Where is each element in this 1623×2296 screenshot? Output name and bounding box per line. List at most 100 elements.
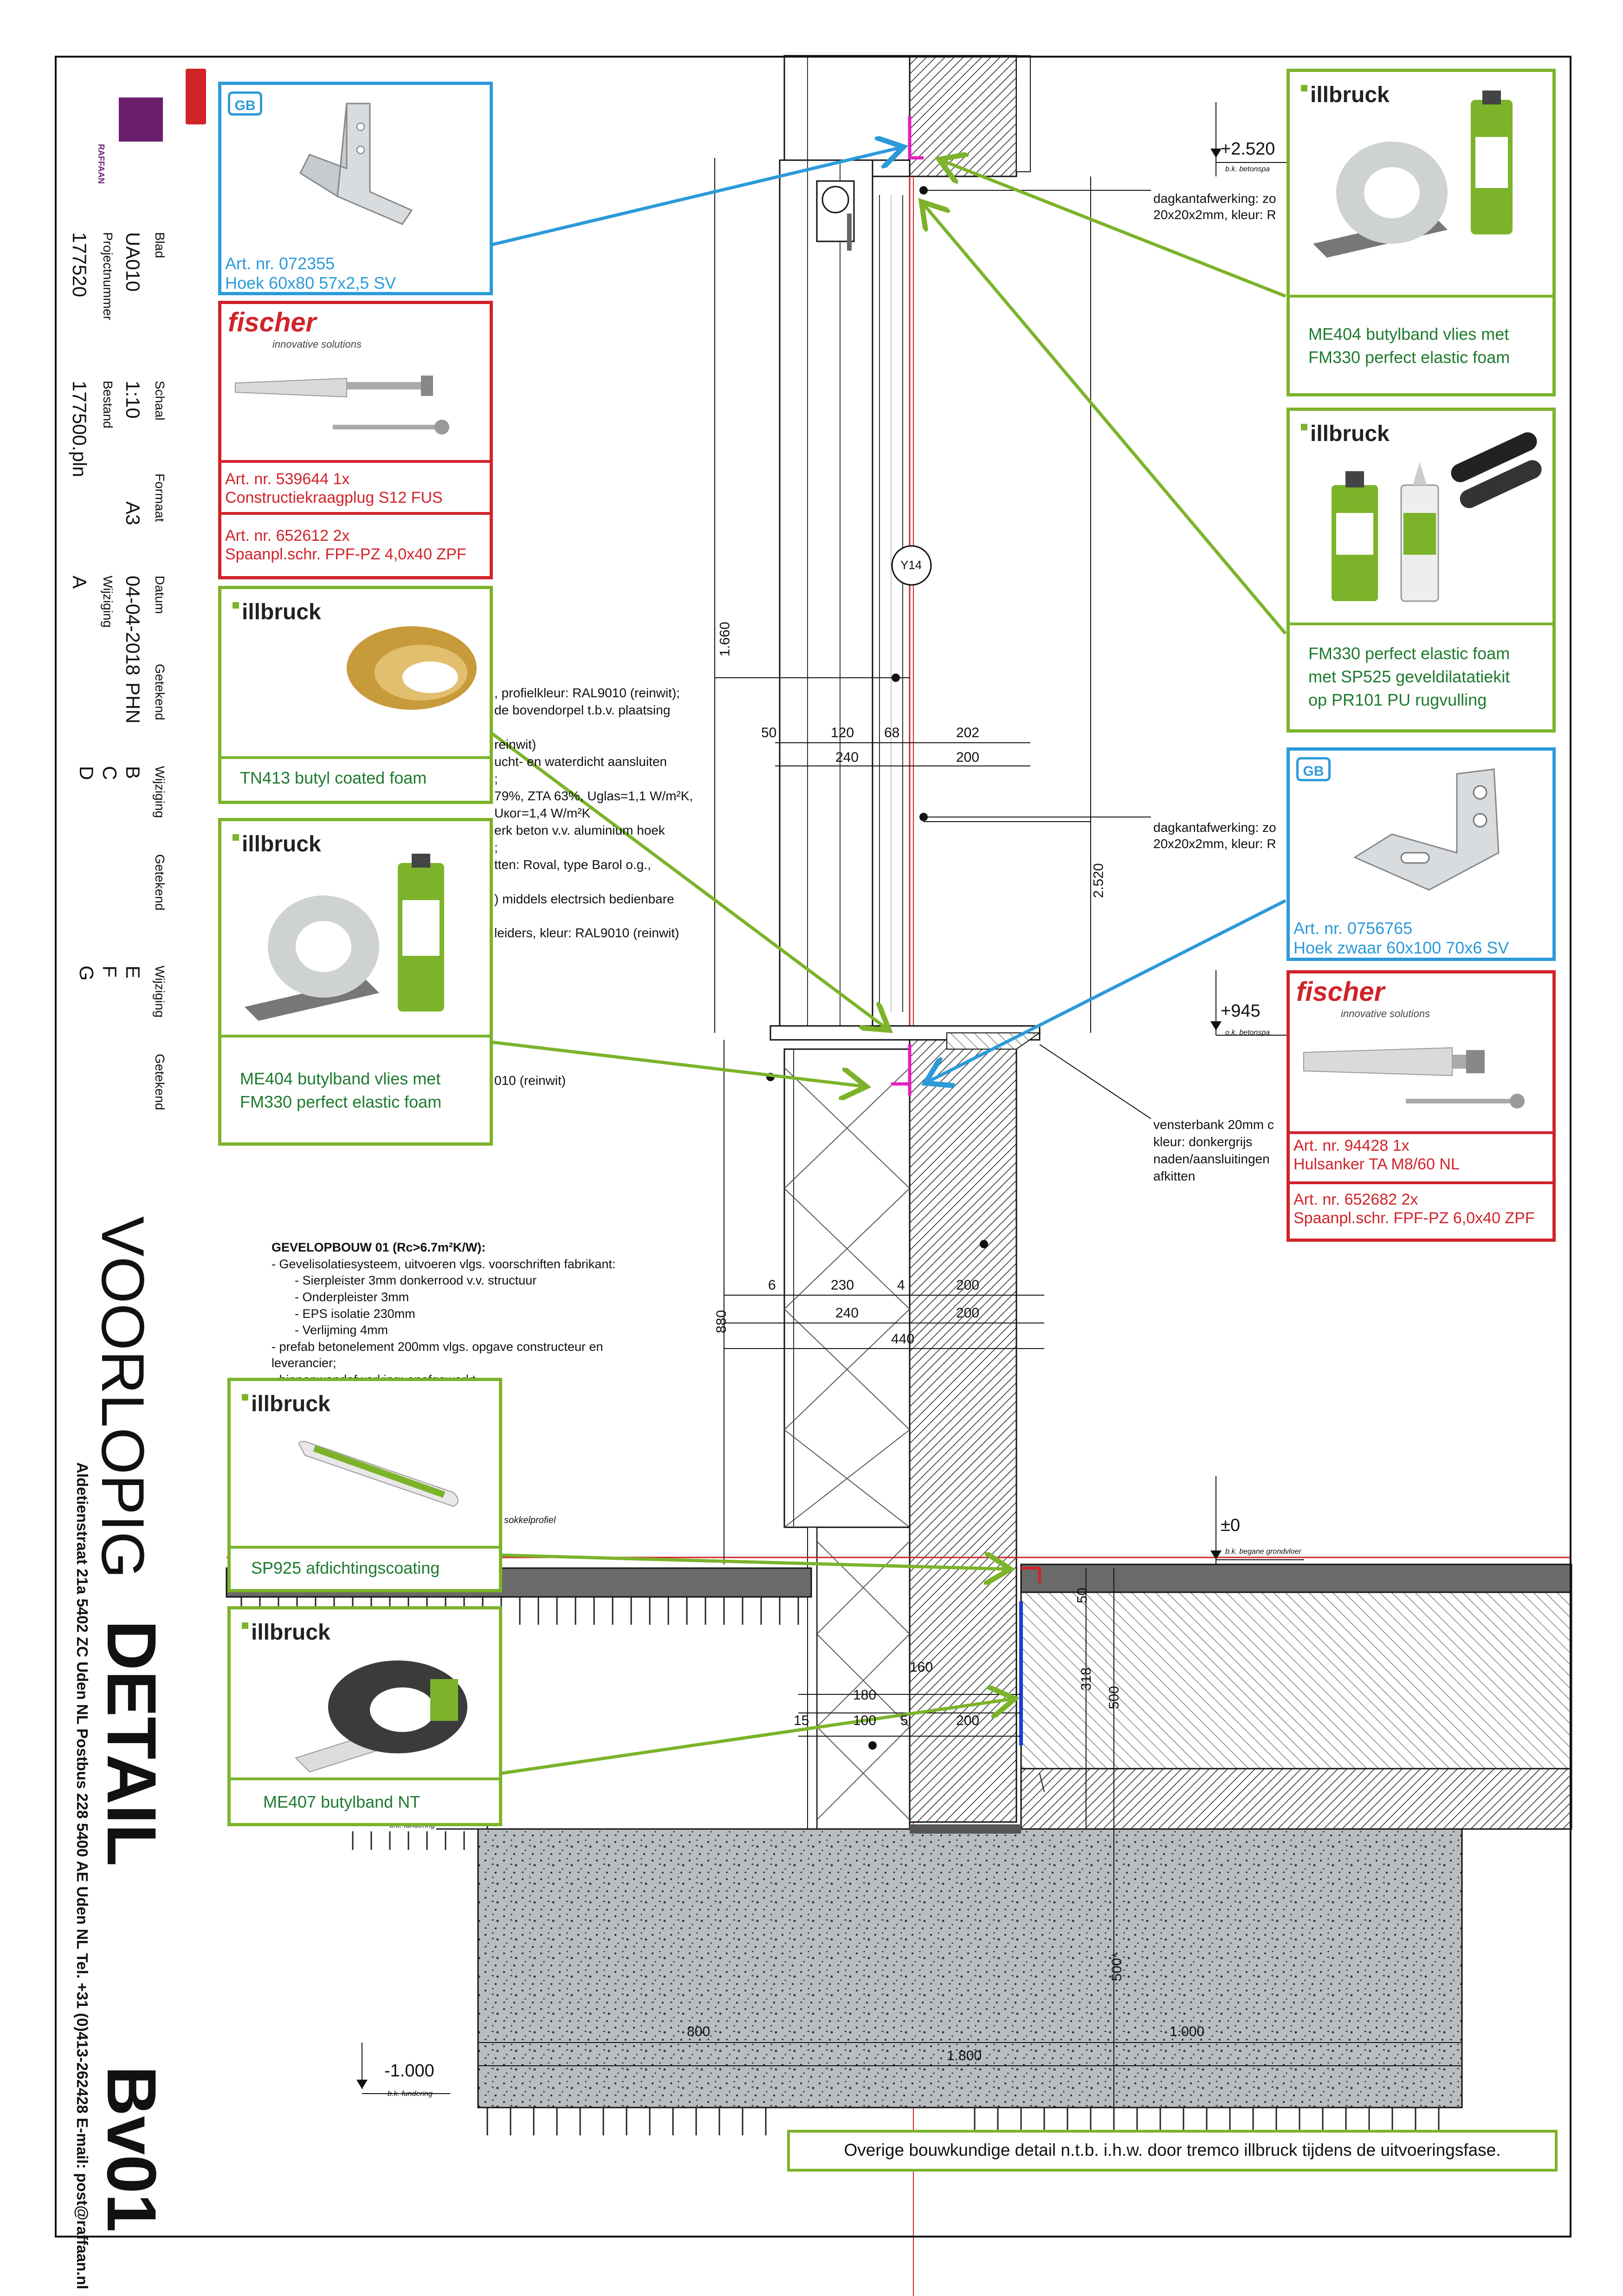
level-fund: -1.000	[384, 2061, 434, 2081]
me404-left-label1: ME404 butylband vlies met	[240, 1069, 441, 1088]
raffaan-logo	[119, 97, 163, 142]
illbruck-square-icon	[1301, 424, 1307, 430]
fm330-label1: FM330 perfect elastic foam	[1308, 644, 1510, 663]
dim-318: 318	[1079, 1667, 1094, 1691]
fischer-2-separator2	[1290, 1181, 1552, 1184]
illbruck-square-icon	[233, 602, 239, 609]
window-spec-line: erk beton v.v. aluminium hoek	[494, 823, 665, 837]
fischer-logo: fischer	[1296, 977, 1385, 1007]
dim-1660: 1.660	[717, 622, 733, 657]
callout-hoek-zwaar: GB Art. nr. 0756765 Hoek zwaar 60x100 70…	[1287, 747, 1556, 961]
illbruck-brand-text: illbruck	[251, 1392, 330, 1416]
window-spec-line: reinwit)	[494, 737, 537, 752]
rev-d: D	[76, 766, 97, 780]
rev-e: E	[122, 966, 144, 979]
level-mid: +945	[1221, 1001, 1261, 1021]
illbruck-brand-text: illbruck	[251, 1620, 330, 1645]
fischer-2-separator	[1290, 1131, 1552, 1134]
wijziging-label: Wijziging	[101, 576, 115, 628]
gevel-spec-line: - EPS isolatie 230mm	[295, 1306, 415, 1321]
fischer-2-art1: Art. nr. 94428 1x	[1293, 1137, 1410, 1154]
callout-fischer-ta: fischer innovative solutions Art. nr. 94…	[1287, 970, 1556, 1242]
illbruck-square-icon	[233, 834, 239, 841]
anchor-screw-icon	[1303, 1047, 1525, 1109]
fischer-tagline: innovative solutions	[1341, 1008, 1430, 1019]
hoek-zwaar-art: Art. nr. 0756765	[1293, 919, 1413, 938]
schaal-value: 1:10	[122, 381, 144, 419]
fischer-2-name2: Spaanpl.schr. FPF-PZ 6,0x40 ZPF	[1293, 1209, 1535, 1227]
dim-1800: 1.800	[947, 2048, 982, 2063]
plug-screw-icon	[235, 376, 449, 435]
rev-b: B	[122, 766, 144, 779]
gevel-spec-line: leverancier;	[272, 1356, 336, 1370]
sealant-sausage-icon	[298, 1440, 459, 1507]
binx-logo	[186, 69, 206, 124]
dim-120: 120	[831, 725, 854, 740]
me404-right-label1: ME404 butylband vlies met	[1308, 324, 1509, 344]
dim-15: 15	[794, 1713, 809, 1728]
fischer-1-art2: Art. nr. 652612 2x	[225, 527, 350, 545]
dagkant-mid-2: 20x20x2mm, kleur: R	[1153, 837, 1276, 851]
vensterbank-text: vensterbank 20mm c kleur: donkergrijs na…	[1153, 1116, 1274, 1185]
dim-200d: 200	[956, 1713, 980, 1728]
sheet-code: Bv01	[93, 2066, 171, 2232]
company-address: Aldetienstraat 21a 5402 ZC Uden NL Postb…	[74, 1462, 91, 2290]
tn413-label: TN413 butyl coated foam	[240, 768, 427, 787]
me407-separator	[231, 1777, 499, 1780]
formaat-label: Formaat	[153, 473, 167, 522]
window-spec-line: leiders, kleur: RAL9010 (reinwit)	[494, 926, 679, 940]
fm330-label2: met SP525 geveldilatatiekit	[1308, 667, 1510, 686]
schaal-label: Schaal	[153, 381, 167, 421]
dim-240: 240	[835, 750, 859, 765]
dim-500a: 500	[1106, 1686, 1122, 1710]
foam-roll-icon	[347, 626, 477, 710]
gevel-spec: GEVELOPBOUW 01 (Rc>6.7m²K/W): - Geveliso…	[272, 1239, 689, 1388]
getekend-value: PHN	[122, 682, 144, 724]
illbruck-logo: illbruck	[233, 599, 321, 625]
me407-label: ME407 butylband NT	[263, 1792, 420, 1811]
datum-label: Datum	[153, 576, 167, 614]
fischer-tagline: innovative solutions	[272, 338, 362, 350]
me404-left-label2: FM330 perfect elastic foam	[240, 1092, 442, 1111]
butyl-tape-roll-icon	[295, 1660, 467, 1773]
angle-bracket-icon	[299, 103, 413, 225]
window-spec-line: , profielkleur: RAL9010 (reinwit);	[494, 686, 680, 700]
dim-160: 160	[910, 1660, 933, 1675]
hoek-sv-art: Art. nr. 072355	[225, 254, 335, 273]
callout-fischer-s12: fischer innovative solutions Art. nr. 53…	[218, 301, 493, 579]
callout-hoek-60x80: GB Art. nr. 072355 Hoek 60x80 57x2,5 SV	[218, 82, 493, 295]
dagkant-top-2: 20x20x2mm, kleur: R	[1153, 208, 1276, 222]
callout-me404-left: illbruck ME404 butylband vlies met FM330…	[218, 818, 493, 1146]
gevel-spec-line: - prefab betonelement 200mm vlgs. opgave…	[272, 1339, 603, 1354]
sokkel-text: , sokkelprofiel	[499, 1515, 556, 1525]
butyl-roll-and-can-icon	[245, 854, 444, 1021]
heavy-angle-bracket-icon	[1353, 768, 1500, 891]
gevel-spec-line: - Sierpleister 3mm donkerrood v.v. struc…	[295, 1273, 537, 1288]
dim-200b: 200	[956, 1278, 980, 1293]
window-spec-line: Uког=1,4 W/m²K	[494, 805, 591, 820]
illbruck-square-icon	[242, 1394, 248, 1401]
illbruck-square-icon	[242, 1622, 248, 1629]
dim-440: 440	[891, 1331, 915, 1347]
callout-me407: illbruck ME407 butylband NT	[227, 1606, 502, 1826]
sp925-label: SP925 afdichtingscoating	[251, 1558, 440, 1577]
gevel-spec-title: GEVELOPBOUW 01 (Rc>6.7m²K/W):	[272, 1240, 486, 1254]
callout-me404-right: illbruck ME404 butylband vlies met FM330…	[1287, 69, 1556, 396]
fischer-1-separator	[221, 460, 490, 463]
illbruck-logo: illbruck	[242, 1391, 330, 1417]
fischer-1-name1: Constructiekraagplug S12 FUS	[225, 489, 443, 506]
window-spec-line: ) middels electrsich bedienbare	[494, 891, 674, 906]
dagkant-mid-1: dagkantafwerking: zo	[1153, 820, 1276, 835]
window-spec-line	[494, 908, 782, 925]
callout-fm330-sp525: illbruck FM330 perfect elastic foam met …	[1287, 408, 1556, 733]
hoek-zwaar-name: Hoek zwaar 60x100 70x6 SV	[1293, 938, 1509, 957]
vensterbank-line: kleur: donkergrijs	[1153, 1134, 1253, 1149]
status-voorlopig: VOORLOPIG	[89, 1216, 157, 1579]
level-top: +2.520	[1221, 139, 1275, 159]
level-mid-sub: o.k. betonspa	[1225, 1029, 1270, 1037]
getekend-label-2: Getekend	[153, 854, 167, 911]
level-top-sub: b.k. betonspa	[1225, 165, 1270, 173]
window-spec-line: 79%, ZTA 63%, Uglas=1,1 W/m²K,	[494, 788, 693, 803]
illbruck-logo: illbruck	[242, 1620, 330, 1645]
